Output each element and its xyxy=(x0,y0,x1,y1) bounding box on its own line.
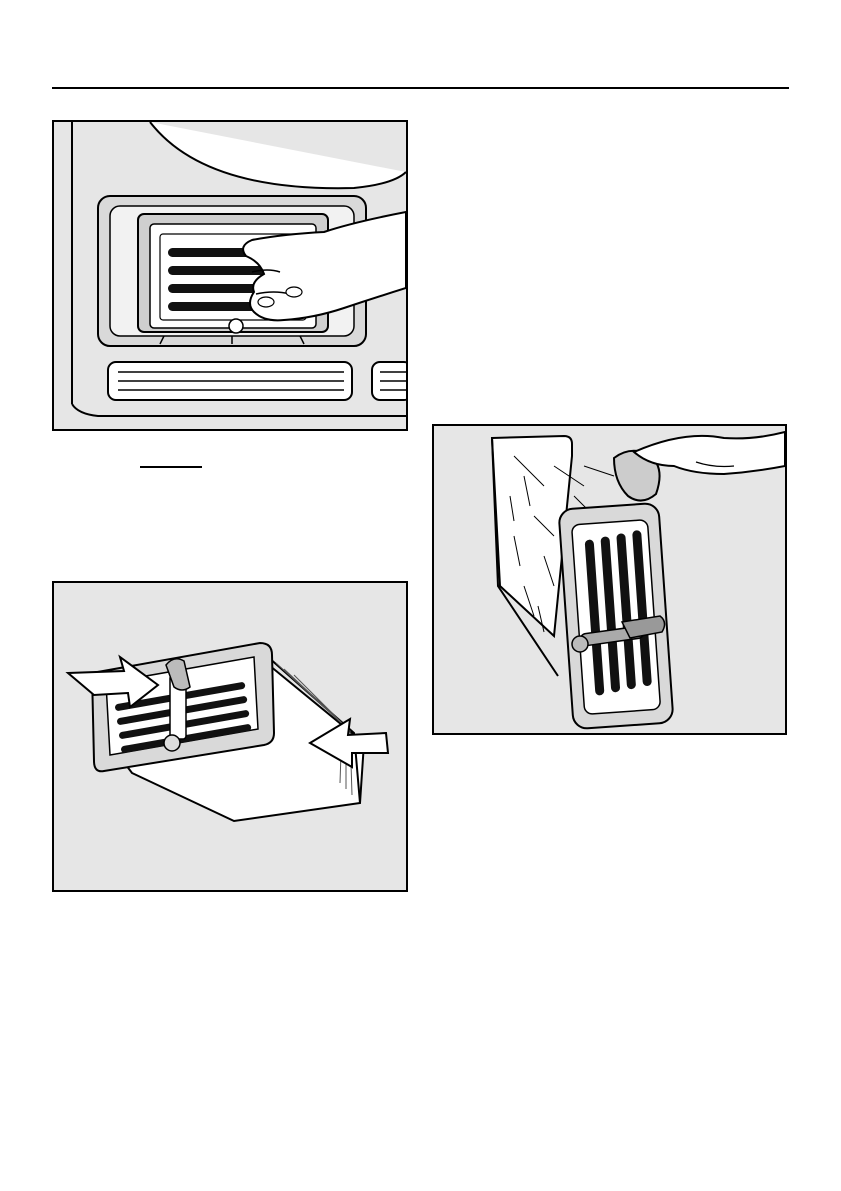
header-rule xyxy=(52,87,789,89)
underline-mark xyxy=(140,466,202,468)
figure-filter-arrows xyxy=(52,581,408,892)
filter-arrows-illustration xyxy=(54,583,406,890)
figure-remove-filter xyxy=(52,120,408,431)
door-arc xyxy=(150,122,406,188)
figure-rinse-filter xyxy=(432,424,787,735)
filter-knob xyxy=(572,636,588,652)
filter-knob xyxy=(164,735,180,751)
filter-knob xyxy=(229,319,243,333)
remove-filter-illustration xyxy=(54,122,406,429)
rinse-filter-illustration xyxy=(434,426,785,733)
